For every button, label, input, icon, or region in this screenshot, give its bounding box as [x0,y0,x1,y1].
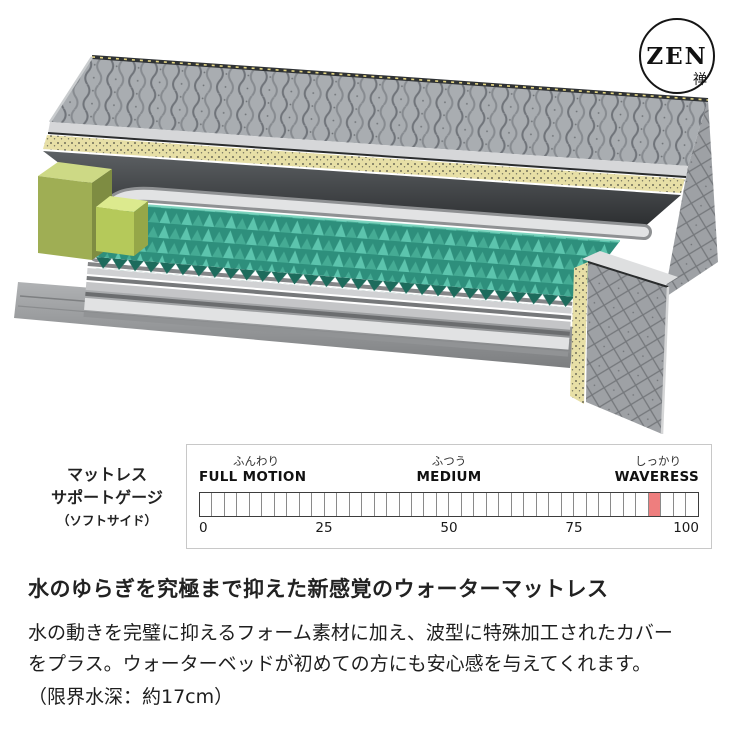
depth-note: （限界水深：約17cm） [28,685,234,708]
ruler-cell [225,493,238,516]
scale-label-medium: ふつう MEDIUM [416,454,482,486]
tick-25: 25 [315,520,333,536]
ruler-cell [337,493,350,516]
ruler-cell [474,493,487,516]
ruler-cell [674,493,687,516]
ruler-cell [325,493,338,516]
gauge-label-line1: マットレス [66,465,147,485]
ruler-cell [375,493,388,516]
gauge-ruler [199,492,699,517]
ruler-cell [250,493,263,516]
ruler-cell [487,493,500,516]
body-text: 水の動きを完璧に抑えるフォーム素材に加え、波型に特殊加工されたカバーをプラス。ウ… [28,622,673,676]
ruler-cell [661,493,674,516]
ruler-cell [462,493,475,516]
ruler-cell [624,493,637,516]
tick-0: 0 [199,520,208,536]
support-gauge-section: マットレス サポートゲージ （ソフトサイド） ふんわり FULL MOTION … [28,444,712,549]
mattress-cutaway-svg [14,55,718,435]
ruler-cell [300,493,313,516]
ruler-cell [424,493,437,516]
gauge-scale-labels: ふんわり FULL MOTION ふつう MEDIUM しっかり WAVERES… [199,454,699,492]
scale-label-en: MEDIUM [416,468,482,485]
gauge-label-line3: （ソフトサイド） [56,512,157,528]
ruler-cell [400,493,412,516]
tick-75: 75 [565,520,583,536]
ruler-cell [574,493,587,516]
tick-50: 50 [440,520,458,536]
ruler-cell [412,493,425,516]
scale-label-waveress: しっかり WAVERESS [614,454,699,486]
gauge-side-label: マットレス サポートゲージ （ソフトサイド） [28,444,186,549]
ruler-cell [599,493,612,516]
gauge-marker [648,493,662,516]
ruler-cell [312,493,325,516]
ruler-cell [611,493,624,516]
scale-label-jp: ふんわり [233,454,279,468]
scale-label-en: WAVERESS [614,468,699,485]
ruler-cell [200,493,213,516]
zen-logo-kanji: 禅 [693,72,707,88]
ruler-cell [362,493,375,516]
ruler-cell [275,493,288,516]
copy-section: 水のゆらぎを究極まで抑えた新感覚のウォーターマットレス 水の動きを完璧に抑えるフ… [28,575,712,713]
scale-label-jp: ふつう [431,454,467,468]
scale-label-full-motion: ふんわり FULL MOTION [199,454,307,486]
right-side-panel [664,100,718,298]
interior-shadow [43,151,681,236]
tick-100: 100 [673,520,699,536]
corner-cover-panel [570,251,678,435]
ruler-cell [262,493,275,516]
ruler-cell [636,493,649,516]
ruler-cell [387,493,400,516]
ruler-cell [686,493,697,516]
ruler-cell [587,493,599,516]
gauge-box: ふんわり FULL MOTION ふつう MEDIUM しっかり WAVERES… [186,444,712,549]
ruler-cell [287,493,300,516]
zen-logo: ZEN 禅 [639,18,715,94]
ruler-cell [524,493,537,516]
ruler-cell [499,493,512,516]
ruler-cell [350,493,363,516]
ruler-cell [437,493,450,516]
ruler-cell [449,493,462,516]
section-heading: 水のゆらぎを究極まで抑えた新感覚のウォーターマットレス [28,577,609,601]
ruler-cell [549,493,562,516]
green-foam-blocks [38,162,148,260]
ruler-cell [237,493,250,516]
ruler-cell [562,493,575,516]
ruler-cell [512,493,525,516]
scale-label-jp: しっかり [635,454,681,468]
gauge-label-line2: サポートゲージ [51,488,163,508]
mattress-illustration: ZEN 禅 [14,18,718,435]
yellow-foam-strip [43,135,685,193]
wave-foam-layer [95,203,621,309]
gauge-tick-row: 0 25 50 75 100 [199,520,699,540]
scale-label-en: FULL MOTION [199,468,307,485]
ruler-cell [537,493,550,516]
zen-logo-text: ZEN [646,42,708,70]
quilted-top-cover [47,55,709,178]
ruler-cell [212,493,225,516]
